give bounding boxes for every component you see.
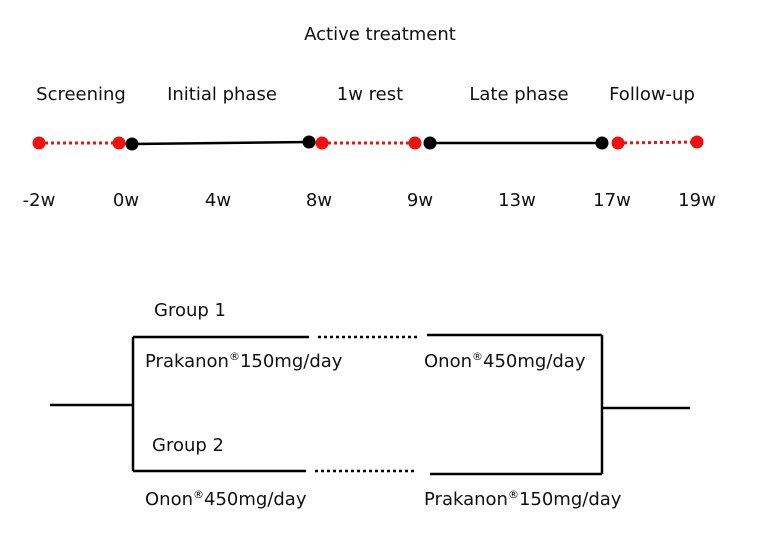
group1-first-treatment: Prakanon®150mg/day bbox=[145, 350, 343, 372]
timeline-marker-red bbox=[32, 136, 46, 150]
timeline-marker-red bbox=[611, 136, 625, 150]
week-label: 4w bbox=[205, 190, 231, 211]
week-label: 13w bbox=[498, 190, 536, 211]
phase-label-rest: 1w rest bbox=[337, 84, 403, 105]
phase-label-followup: Follow-up bbox=[609, 84, 695, 105]
diagram-title: Active treatment bbox=[304, 24, 456, 45]
timeline-marker-red bbox=[315, 136, 329, 150]
timeline-marker-black bbox=[423, 136, 437, 150]
week-label: 19w bbox=[678, 190, 716, 211]
group2-label: Group 2 bbox=[152, 435, 224, 456]
group1-second-treatment: Onon®450mg/day bbox=[424, 350, 586, 372]
group1-label: Group 1 bbox=[154, 300, 226, 321]
timeline-marker-black bbox=[595, 136, 609, 150]
phase-label-late: Late phase bbox=[469, 84, 568, 105]
timeline-marker-red bbox=[690, 135, 704, 149]
timeline-marker-red bbox=[112, 136, 126, 150]
timeline-marker-black bbox=[302, 135, 316, 149]
week-label: 0w bbox=[113, 190, 139, 211]
week-label: 9w bbox=[407, 190, 433, 211]
group2-second-treatment: Prakanon®150mg/day bbox=[424, 488, 622, 510]
group2-first-treatment: Onon®450mg/day bbox=[145, 488, 307, 510]
week-label: 17w bbox=[593, 190, 631, 211]
timeline-marker-black bbox=[125, 137, 139, 151]
timeline-segment-followup bbox=[617, 140, 698, 145]
week-label: -2w bbox=[23, 190, 56, 211]
timeline-marker-red bbox=[408, 136, 422, 150]
week-label: 8w bbox=[306, 190, 332, 211]
phase-label-screening: Screening bbox=[36, 84, 126, 105]
timeline-segment-initial bbox=[131, 140, 310, 146]
phase-label-initial: Initial phase bbox=[167, 84, 277, 105]
